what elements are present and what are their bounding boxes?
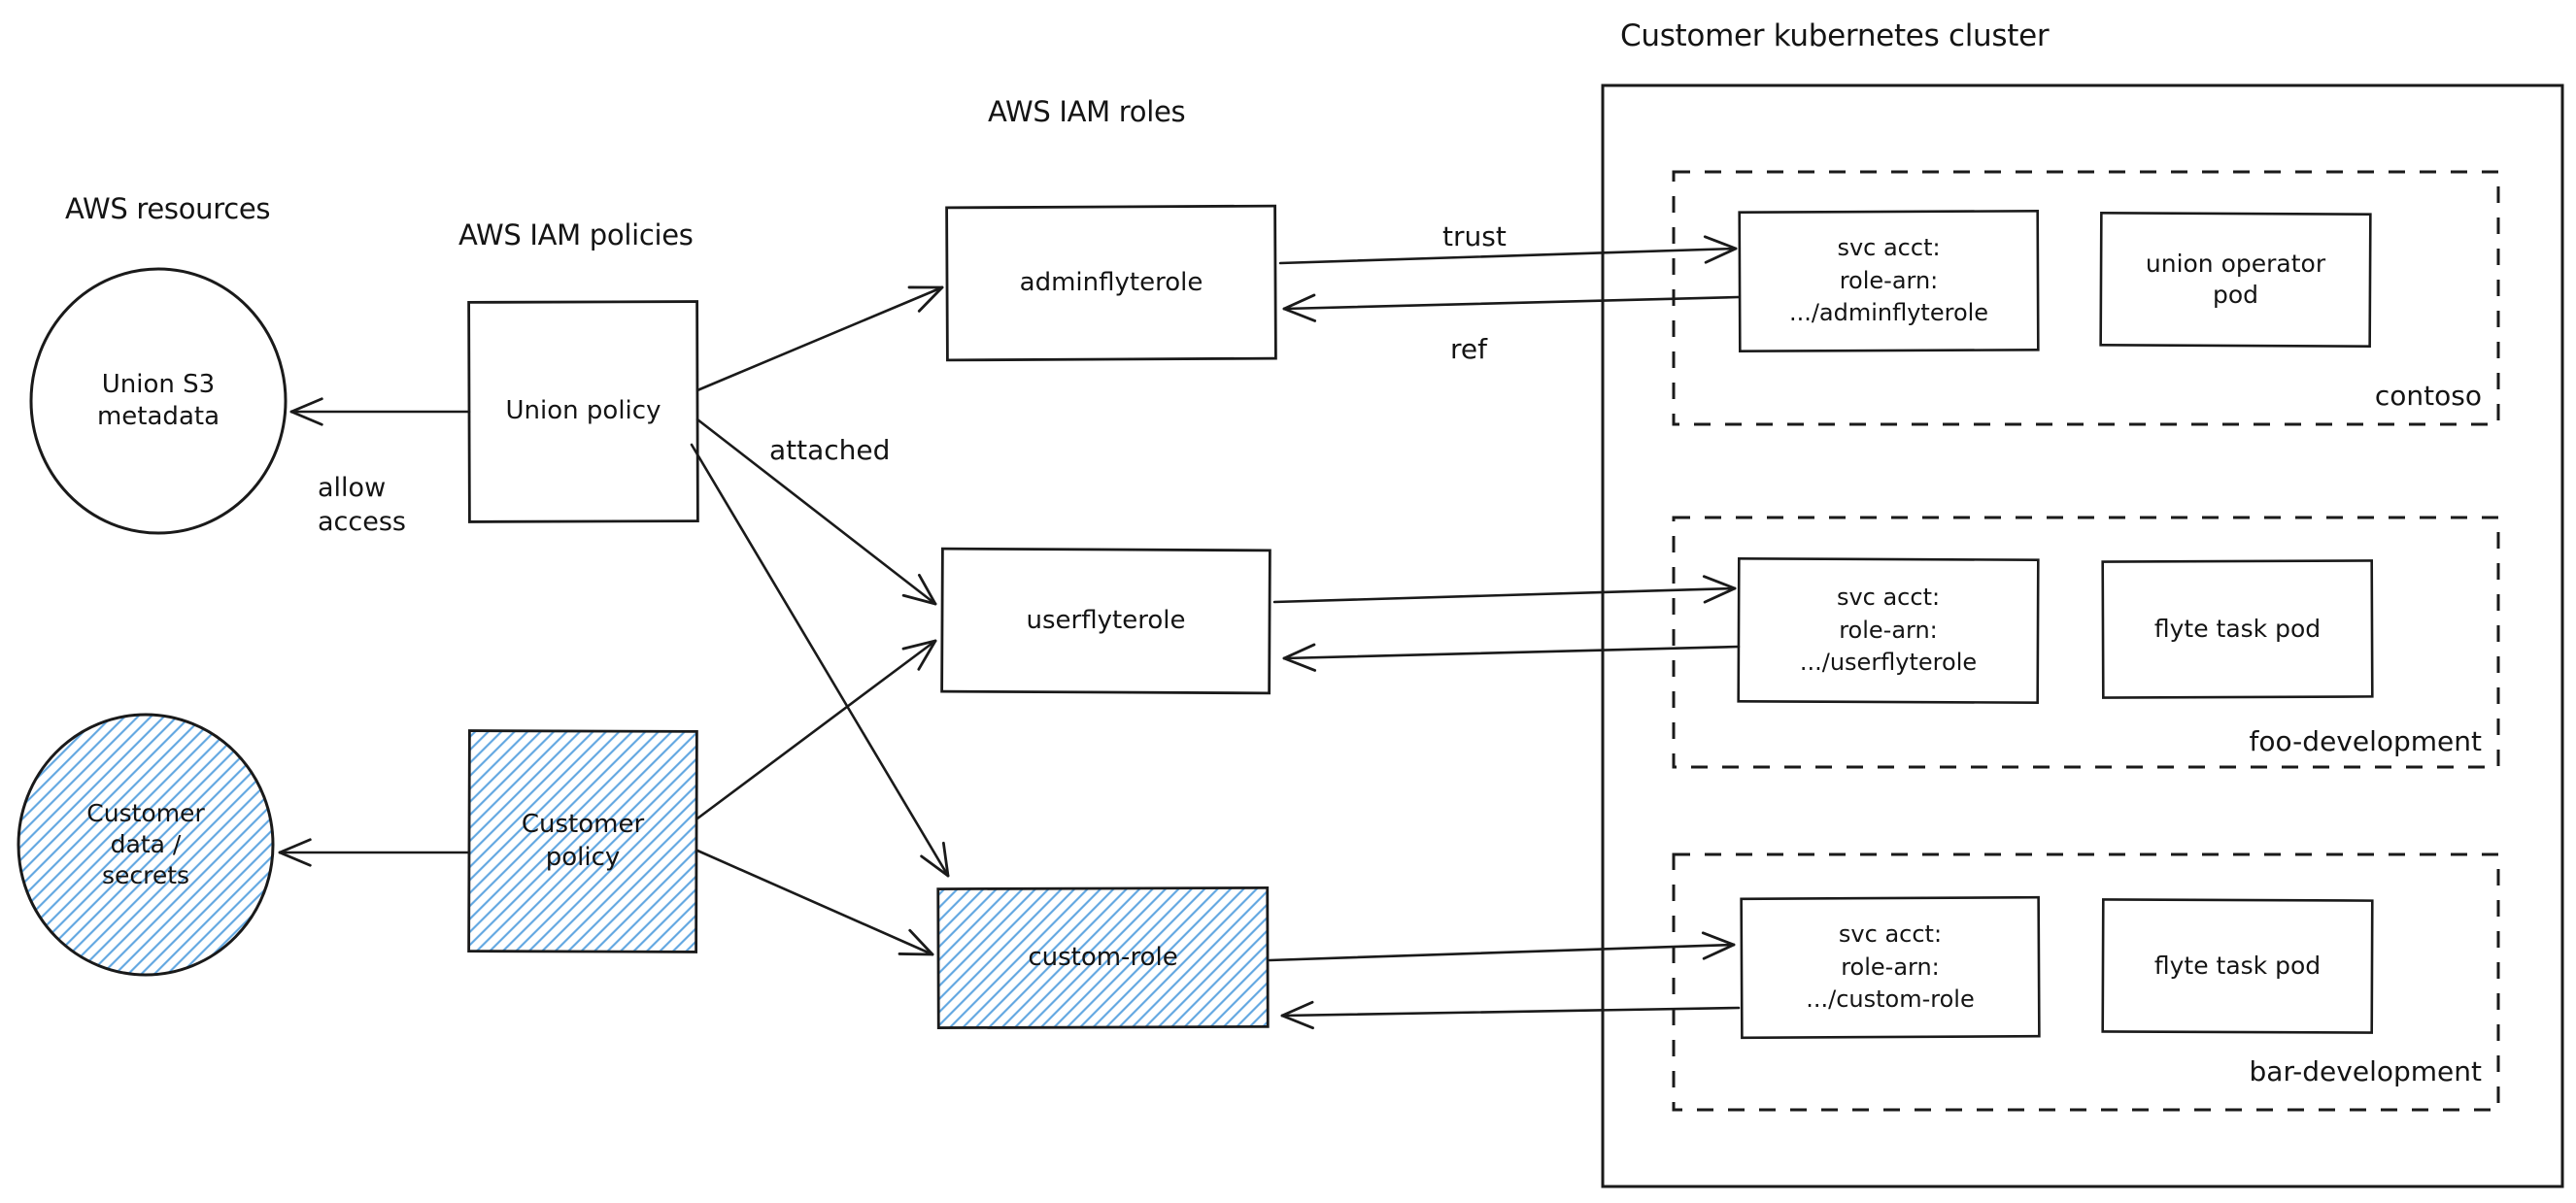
arrow-ref-admin (1282, 293, 1741, 322)
custom-role-label: custom-role (1028, 942, 1178, 972)
pod-box-bar (2101, 898, 2374, 1034)
arrow-customer-policy-to-customer-data (278, 838, 471, 867)
arrow-trust-custom (1268, 931, 1736, 962)
arrow-ref-custom (1280, 1000, 1741, 1030)
pod-bar-label: flyte task pod (2153, 952, 2322, 980)
trust-label: trust (1442, 220, 1507, 252)
arrow-union-policy-to-custom-role (690, 443, 950, 878)
userflyterole-box (940, 547, 1271, 695)
svc-acct-box-foo (1737, 557, 2040, 704)
ref-label: ref (1450, 333, 1487, 365)
namespace-name-contoso: contoso (2374, 380, 2482, 412)
arrow-union-policy-to-union-s3 (289, 397, 471, 426)
arrow-union-policy-to-userflyterole (695, 418, 937, 606)
namespace-name-foo: foo-development (2249, 725, 2482, 757)
arrow-customer-policy-to-custom-role (695, 849, 934, 956)
union-s3-circle (29, 267, 288, 535)
union-s3-metadata-label: Union S3 metadata (96, 369, 220, 431)
cluster-title: Customer kubernetes cluster (1620, 18, 2050, 53)
arrow-union-policy-to-adminflyterole (695, 285, 944, 392)
svc-acct-foo-label: svc acct: role-arn: .../userflyterole (1799, 584, 1978, 677)
pod-contoso-label: union operator pod (2145, 250, 2326, 309)
userflyterole-label: userflyterole (1026, 605, 1186, 635)
customer-data-circle (17, 713, 275, 977)
namespace-name-bar: bar-development (2249, 1055, 2482, 1087)
union-policy-label: Union policy (505, 396, 661, 426)
arrow-customer-policy-to-userflyterole (695, 639, 937, 820)
svc-acct-box-bar (1740, 895, 2041, 1040)
svc-acct-bar-label: svc acct: role-arn: .../custom-role (1806, 920, 1975, 1014)
allow-access-label: allow access (318, 473, 406, 537)
arrow-trust-user (1272, 575, 1737, 604)
customer-policy-box (467, 729, 698, 953)
namespace-box-bar-development (1672, 852, 2500, 1112)
arrows-group (278, 235, 1741, 1030)
customer-data-label: Customer data / secrets (86, 799, 205, 889)
pod-box-contoso (2099, 211, 2372, 349)
aws-iam-policies-label: AWS IAM policies (458, 218, 694, 251)
svc-acct-contoso-label: svc acct: role-arn: .../adminflyterole (1788, 234, 1989, 327)
aws-resources-label: AWS resources (65, 192, 271, 225)
arrow-ref-user (1282, 643, 1741, 672)
svc-acct-box-contoso (1738, 210, 2040, 352)
aws-iam-roles-label: AWS IAM roles (988, 95, 1186, 128)
adminflyterole-box (945, 204, 1277, 362)
custom-role-box (936, 886, 1270, 1029)
pod-foo-label: flyte task pod (2153, 615, 2322, 643)
customer-policy-label: Customer policy (521, 810, 645, 872)
cluster-box (1601, 84, 2564, 1188)
namespace-box-foo-development (1672, 516, 2500, 769)
pod-box-foo (2101, 559, 2374, 699)
adminflyterole-label: adminflyterole (1019, 267, 1203, 297)
attached-label: attached (769, 434, 891, 466)
arrow-trust-admin (1278, 235, 1738, 265)
